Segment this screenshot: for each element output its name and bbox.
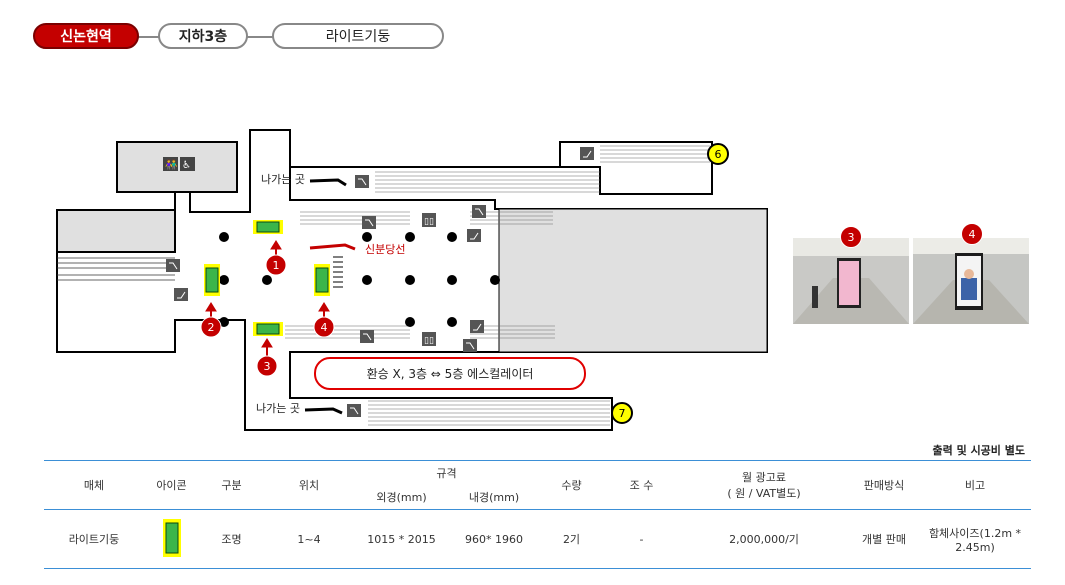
svg-text:♿: ♿ [182,160,191,171]
exit-badge-6[interactable]: 6 [707,143,729,165]
breadcrumb-connector [138,36,160,38]
photo-location-3[interactable] [793,238,909,324]
escalator-icon [463,339,477,352]
header-sales: 판매방식 [849,460,919,510]
light-pillar-ad-1[interactable] [253,220,283,234]
breadcrumb-station[interactable]: 신논현역 [33,23,139,49]
cell-remark: 함체사이즈(1.2m * 2.45m) [919,509,1031,569]
elevator-icon: ▯▯ [422,213,436,227]
header-inner: 내경(mm) [468,491,520,504]
svg-text:▯▯: ▯▯ [424,217,434,227]
cell-qty: 2기 [539,509,604,569]
header-outer: 외경(mm) [376,491,427,504]
header-location: 위치 [264,460,354,510]
exit-arrow-icon [304,407,343,415]
svg-text:4: 4 [321,321,328,334]
location-marker-4[interactable]: 4 [313,316,335,338]
cell-price: 2,000,000/기 [679,509,849,569]
svg-text:6: 6 [715,148,722,161]
svg-text:3: 3 [264,360,271,373]
photo-badge-4: 4 [961,223,983,245]
escalator-icon [362,216,376,229]
cell-location: 1~4 [264,509,354,569]
transfer-note: 환승 X, 3층 ⇔ 5층 에스컬레이터 [367,367,534,381]
pillars [219,232,500,327]
light-pillar-icon [162,518,181,557]
escalator-icon [580,147,594,160]
cell-sales: 개별 판매 [849,509,919,569]
exit-label-bottom: 나가는 곳 [256,402,300,415]
station-floor-map: 👫 ♿ ▯▯ [56,129,768,431]
left-wall-block [56,209,176,253]
marker-pointer [205,240,330,356]
header-cond: 조 수 [604,460,679,510]
transfer-note-box [314,357,586,390]
escalator-top [375,145,710,193]
breadcrumb-floor[interactable]: 지하3층 [158,23,248,49]
escalator-icon [470,320,484,333]
cell-cond: - [604,509,679,569]
header-price-line2: ( 원 / VAT별도) [727,487,801,500]
restroom-icon: 👫 ♿ [163,157,195,171]
photo-image [793,238,909,324]
escalator-icon [174,288,188,301]
svg-text:2: 2 [208,321,215,334]
header-remark: 비고 [919,460,1031,510]
escalator-icon [347,404,361,417]
escalator-bottom [368,400,610,426]
exit-label-top: 나가는 곳 [261,173,305,186]
elevator-icon: ▯▯ [422,332,436,346]
header-qty: 수량 [539,460,604,510]
svg-text:7: 7 [619,407,626,420]
escalator-icon [467,229,481,242]
cost-note: 출력 및 시공비 별도 [932,444,1025,457]
table-row: 라이트기둥 조명 1~4 1015 * 2015 960* 1960 2기 - … [44,509,1031,569]
escalator-center-lower [285,325,555,339]
header-price: 월 광고료 ( 원 / VAT별도) [679,460,849,510]
escalator-icon [472,205,486,218]
location-marker-3[interactable]: 3 [256,355,278,377]
photo-badge-3: 3 [840,226,862,248]
light-pillar-ad-4[interactable] [314,264,330,296]
header-icon: 아이콘 [144,460,199,510]
light-pillar-ad-3[interactable] [253,322,283,336]
svg-text:1: 1 [273,259,280,272]
cell-inner: 960* 1960 [449,509,539,569]
location-marker-2[interactable]: 2 [200,316,222,338]
breadcrumb-connector [247,36,274,38]
header-price-line1: 월 광고료 [742,471,786,484]
breadcrumb-media[interactable]: 라이트기둥 [272,23,444,49]
header-category: 구분 [199,460,264,510]
line-arrow-icon [309,243,356,251]
location-marker-1[interactable]: 1 [265,254,287,276]
escalator-icon [360,330,374,343]
line-label: 신분당선 [365,243,405,256]
photo-image [913,238,1029,324]
escalator-icon [166,259,180,272]
header-spec: 규격 [354,460,539,485]
cell-category: 조명 [199,509,264,569]
svg-text:▯▯: ▯▯ [424,336,434,346]
header-media: 매체 [44,460,144,510]
platform-stairs [333,256,343,288]
right-wall-block [498,208,768,353]
exit-arrow-icon [309,178,347,187]
exit-badge-7[interactable]: 7 [611,402,633,424]
cell-media: 라이트기둥 [44,509,144,569]
svg-text:👫: 👫 [165,158,178,171]
cell-outer: 1015 * 2015 [354,509,449,569]
light-pillar-ad-2[interactable] [204,264,220,296]
cell-icon [144,509,199,569]
escalator-icon [355,175,369,188]
spec-table: 매체 아이콘 구분 위치 규격 수량 조 수 월 광고료 ( 원 / VAT별도… [44,460,1031,569]
escalator-left [57,257,175,281]
photo-location-4[interactable] [913,238,1029,324]
